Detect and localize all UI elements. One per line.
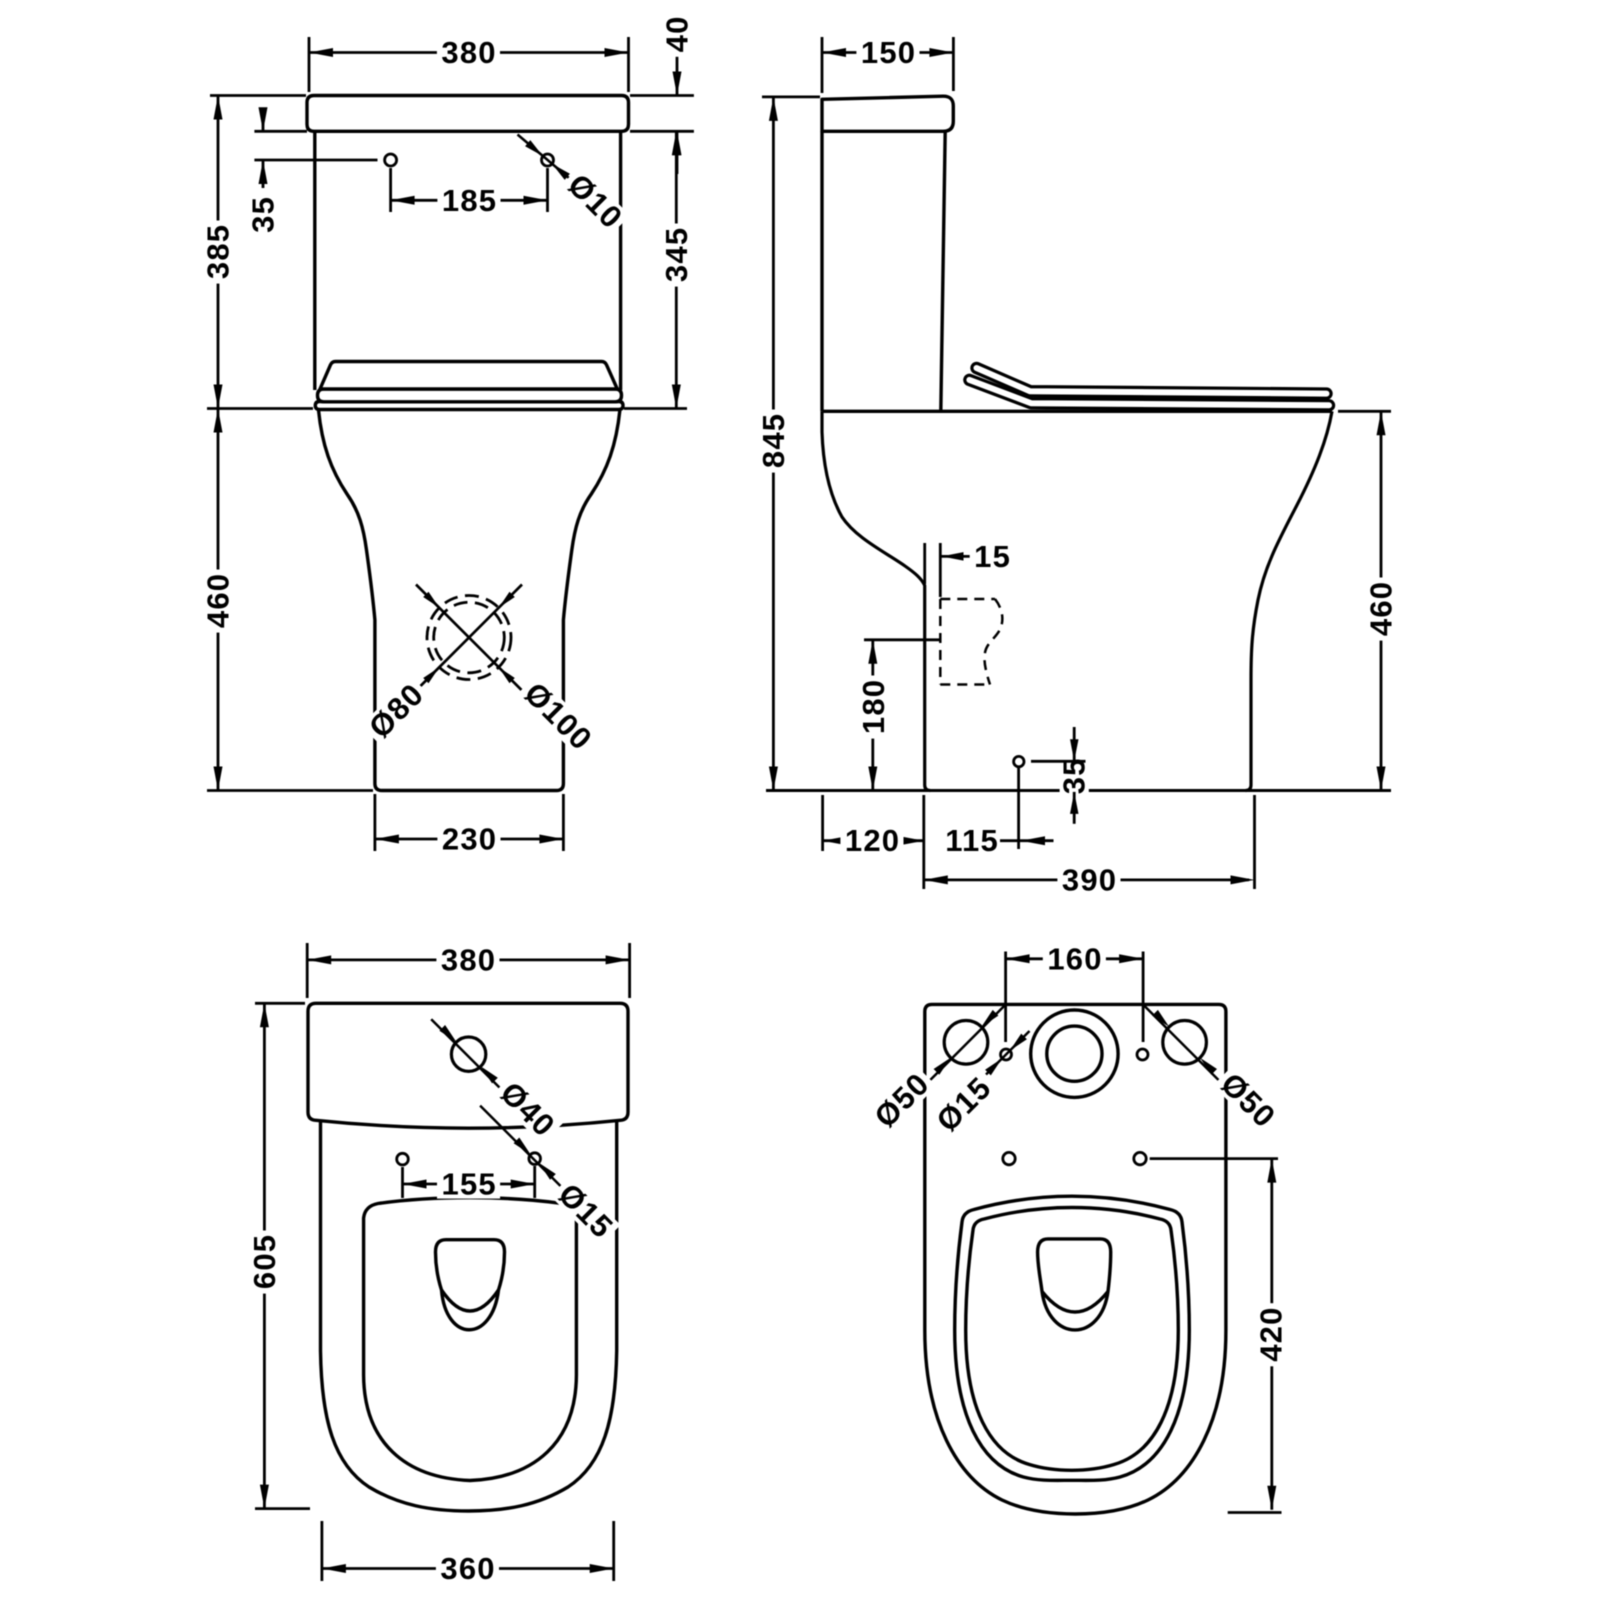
svg-text:40: 40 (660, 15, 695, 52)
svg-text:160: 160 (1047, 941, 1102, 976)
svg-text:35: 35 (1057, 757, 1092, 794)
svg-text:150: 150 (861, 35, 916, 70)
svg-text:845: 845 (756, 413, 791, 468)
svg-text:185: 185 (442, 183, 497, 218)
svg-text:35: 35 (246, 196, 281, 233)
svg-text:360: 360 (440, 1551, 495, 1586)
svg-text:460: 460 (1364, 581, 1399, 636)
svg-text:380: 380 (441, 942, 496, 977)
svg-text:15: 15 (974, 539, 1011, 574)
svg-text:460: 460 (201, 573, 236, 628)
svg-text:420: 420 (1254, 1306, 1289, 1361)
svg-text:155: 155 (442, 1167, 497, 1202)
svg-text:120: 120 (845, 823, 900, 858)
svg-text:230: 230 (442, 822, 497, 857)
svg-text:605: 605 (247, 1234, 282, 1289)
svg-text:380: 380 (441, 35, 496, 70)
svg-text:115: 115 (945, 823, 999, 858)
svg-text:385: 385 (201, 224, 236, 279)
svg-text:180: 180 (856, 679, 891, 734)
svg-text:345: 345 (659, 227, 694, 282)
svg-text:390: 390 (1062, 862, 1117, 897)
